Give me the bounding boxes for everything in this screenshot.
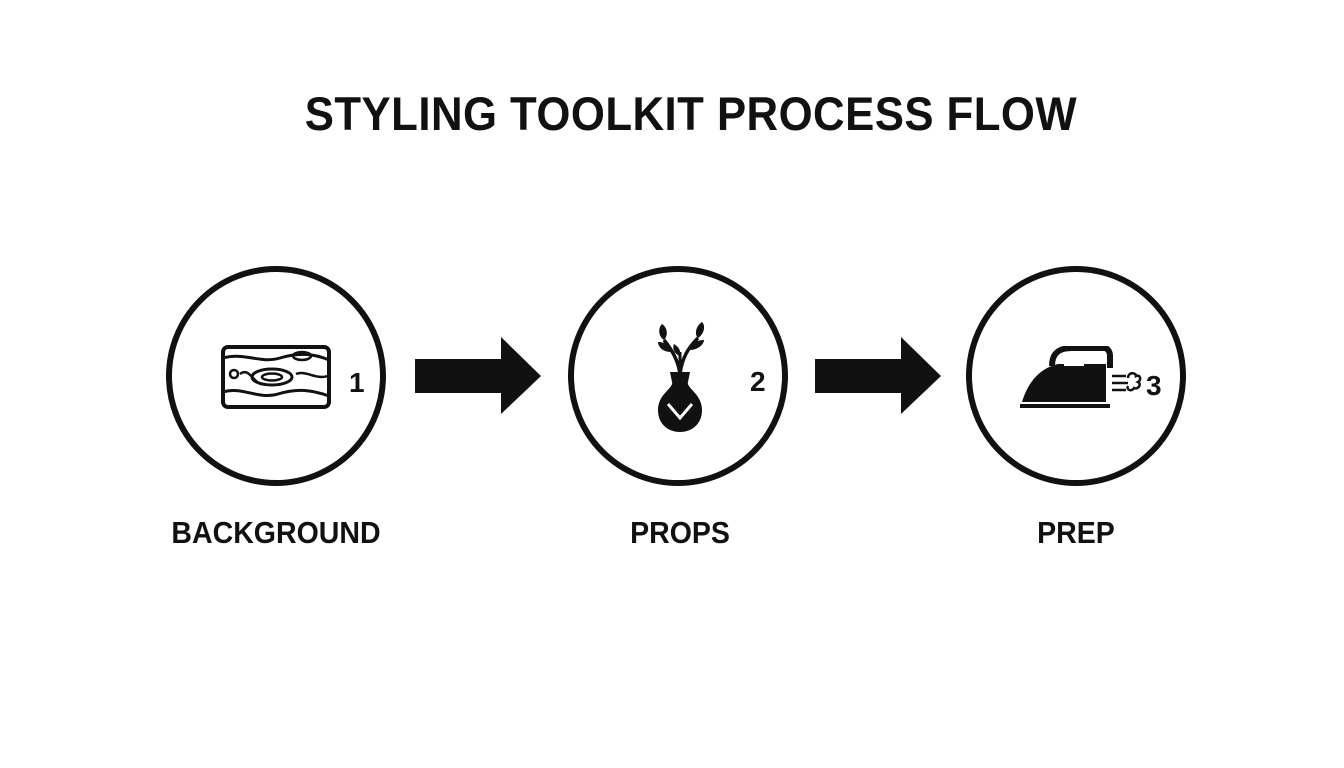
wood-plank-icon — [221, 345, 331, 409]
right-arrow-icon — [415, 337, 541, 414]
steam-iron-icon — [1020, 346, 1142, 408]
step-1-label: BACKGROUND — [171, 515, 381, 550]
diagram-title: STYLING TOOLKIT PROCESS FLOW — [304, 87, 1078, 140]
step-2-number: 2 — [750, 366, 766, 397]
step-2-circle: 2 — [568, 266, 788, 486]
step-2-label: PROPS — [630, 515, 730, 550]
vase-with-plant-icon — [658, 322, 705, 432]
step-1-number: 1 — [349, 367, 365, 398]
step-3-number: 3 — [1146, 370, 1162, 401]
step-3-label: PREP — [1037, 515, 1115, 550]
step-3-circle: 3 — [966, 266, 1186, 486]
step-1-circle: 1 — [166, 266, 386, 486]
right-arrow-icon — [815, 337, 941, 414]
